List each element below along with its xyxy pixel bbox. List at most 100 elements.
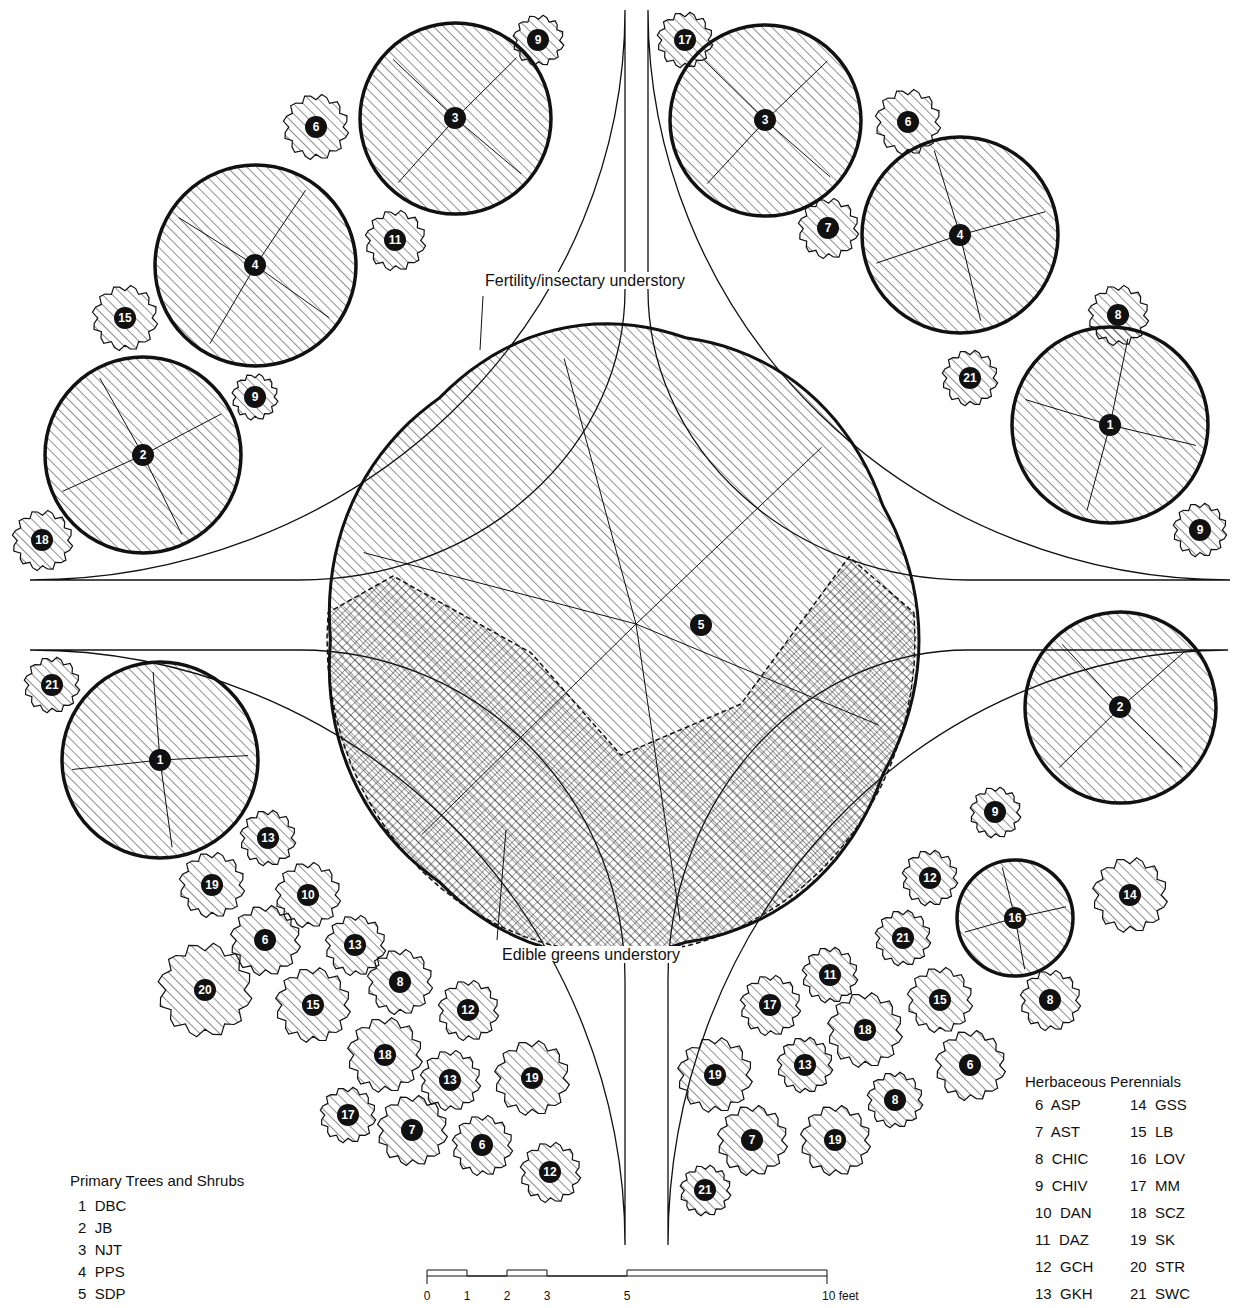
plant-outline [680, 1165, 731, 1216]
callout-number: 3 [754, 109, 776, 131]
branch-line [1062, 644, 1120, 707]
callout-number: 19 [201, 874, 223, 896]
tree-outline [957, 860, 1073, 976]
plant-outline [368, 950, 433, 1015]
callout-number: 6 [254, 929, 276, 951]
legend-entry: 2 JB [78, 1219, 112, 1236]
tree-circle: 3 [668, 23, 863, 218]
plant-outline [908, 968, 973, 1033]
plant-outline [495, 1041, 570, 1116]
scale-label: 3 [544, 1288, 551, 1305]
branch-line [100, 378, 143, 455]
branch-line [765, 60, 827, 120]
tree-circle: 4 [153, 163, 358, 368]
branch-line [960, 212, 1045, 235]
plant-circle: 7 [375, 1093, 450, 1168]
plant-circle: 8 [365, 947, 435, 1017]
callout-number: 15 [302, 994, 324, 1016]
legend-entry: 9 CHIV [1035, 1177, 1088, 1194]
plant-outline [232, 374, 278, 420]
callout-number: 10 [297, 884, 319, 906]
plant-circle: 8 [1018, 968, 1083, 1033]
plant-division [564, 359, 636, 625]
plant-circle: 11 [363, 208, 428, 273]
callout-number: 12 [539, 1161, 561, 1183]
plant-outline [320, 1087, 375, 1142]
plant-circle: 21 [940, 348, 1000, 408]
tree-outline [862, 137, 1058, 333]
tree-circle: 3 [358, 21, 553, 216]
plant-circle: 19 [798, 1103, 873, 1178]
plant-outline [740, 975, 800, 1035]
plant-circle: 7 [796, 196, 861, 261]
branch-line [1110, 425, 1196, 445]
callout-number: 8 [1039, 989, 1061, 1011]
callout-number: 5 [690, 614, 712, 636]
tree-circle: 2 [43, 355, 243, 555]
callout-number: 8 [884, 1089, 906, 1111]
plant-circle: 18 [10, 508, 75, 573]
callout-number: 2 [1109, 696, 1131, 718]
callout-number: 4 [949, 224, 971, 246]
legend-entry: 16 LOV [1130, 1150, 1185, 1167]
plant-outline [1173, 503, 1226, 556]
tree-outline [62, 662, 258, 858]
scale-bar [427, 1270, 827, 1284]
understory-circle: 5 [321, 320, 921, 960]
callout-number: 13 [794, 1054, 816, 1076]
plant-outline [902, 850, 957, 905]
plant-division [636, 624, 879, 725]
plant-circle: 9 [968, 785, 1023, 840]
scale-label: 1 [464, 1288, 471, 1305]
plant-circle: 8 [865, 1070, 925, 1130]
plant-division [422, 624, 636, 835]
plant-circle: 6 [933, 1028, 1008, 1103]
legend-entry: 6 ASP [1035, 1096, 1081, 1113]
callout-number: 19 [704, 1064, 726, 1086]
callout-number: 14 [1119, 884, 1141, 906]
plant-circle: 7 [715, 1103, 790, 1178]
plant-circle: 12 [518, 1140, 583, 1205]
branch-line [765, 120, 830, 177]
callout-number: 18 [374, 1044, 396, 1066]
plant-outline [158, 943, 252, 1037]
branch-line [704, 60, 765, 120]
callout-number: 18 [31, 529, 53, 551]
tree-circle: 16 [955, 858, 1075, 978]
plant-circle: 19 [177, 850, 247, 920]
legend-entry: 14 GSS [1130, 1096, 1187, 1113]
callout-number: 21 [959, 367, 981, 389]
plant-circle: 21 [22, 655, 82, 715]
callout-number: 7 [741, 1129, 763, 1151]
plant-outline [284, 95, 349, 160]
legend-entry: 8 CHIC [1035, 1150, 1088, 1167]
branch-line [153, 672, 160, 760]
plant-circle: 17 [318, 1085, 378, 1145]
plant-outline [452, 1115, 512, 1175]
plant-circle: 13 [418, 1048, 483, 1113]
plant-circle: 15 [905, 965, 975, 1035]
branch-line [143, 414, 221, 455]
plant-circle: 14 [1090, 855, 1170, 935]
callout-number: 20 [194, 979, 216, 1001]
plant-outline [678, 1038, 753, 1113]
branch-line [707, 120, 765, 183]
legend-entry: 15 LB [1130, 1123, 1173, 1140]
callout-number: 3 [444, 107, 466, 129]
branch-line [1110, 339, 1128, 425]
callout-number: 11 [819, 964, 841, 986]
callout-number: 15 [929, 989, 951, 1011]
tree-outline [1012, 327, 1208, 523]
callout-number: 7 [817, 217, 839, 239]
plant-outline [1020, 970, 1080, 1030]
plant-circle: 20 [155, 940, 255, 1040]
callout-number: 18 [854, 1019, 876, 1041]
legend-entry: 21 SWC [1130, 1285, 1190, 1302]
plant-outline [420, 1050, 480, 1110]
plant-outline [377, 1095, 447, 1165]
legend-entry: 10 DAN [1035, 1204, 1092, 1221]
branch-line [1120, 651, 1185, 707]
branch-line [455, 118, 521, 173]
callout-number: 19 [521, 1067, 543, 1089]
callout-label: Fertility/insectary understory [483, 272, 687, 289]
